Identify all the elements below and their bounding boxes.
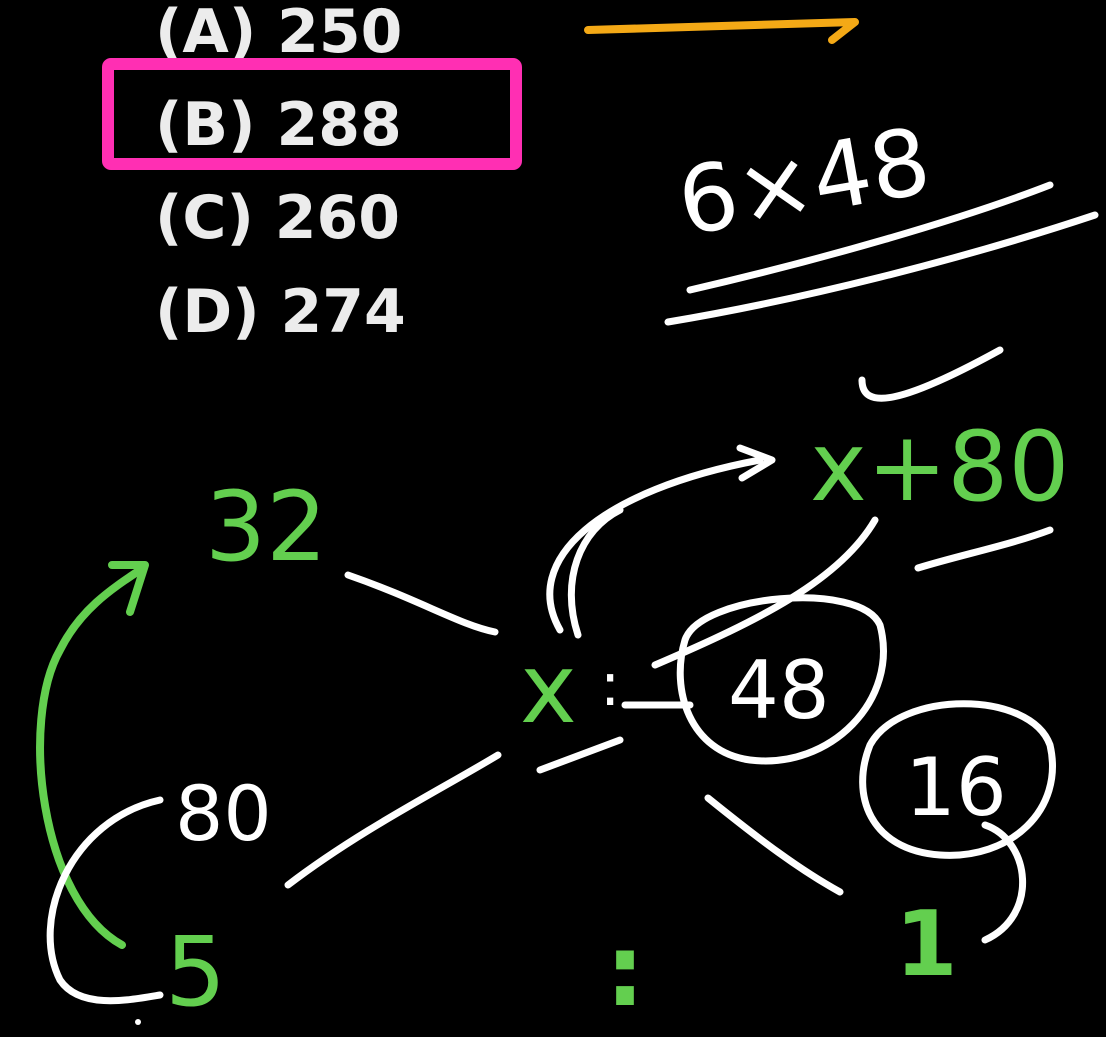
circled-48: 48 — [728, 644, 830, 737]
bracket-16 — [981, 821, 1026, 944]
option-c: (C) 260 — [155, 183, 400, 253]
ink-dot — [135, 1019, 141, 1025]
circled-16: 16 — [905, 741, 1007, 834]
circle-16 — [859, 700, 1056, 859]
left-top-32: 32 — [205, 471, 327, 583]
check-icon — [858, 346, 1004, 402]
expression-x-plus-80: x+80 — [810, 411, 1069, 523]
option-d: (D) 274 — [155, 277, 406, 347]
line-5-to-x — [284, 751, 502, 889]
underline-2 — [664, 211, 1099, 326]
underline-1 — [686, 181, 1054, 294]
orange-arrow-icon — [584, 18, 859, 44]
bottom-colon: : — [605, 912, 645, 1029]
arc-arrow-head-icon — [736, 444, 776, 482]
ratio-separator: : — [600, 650, 620, 720]
white-curly-bracket — [46, 796, 164, 1005]
green-curved-arrow — [36, 566, 144, 949]
answer-options: (A) 250 (B) 288 (C) 260 (D) 274 — [155, 0, 406, 347]
circle-48 — [676, 594, 887, 765]
line-32-to-x — [344, 571, 499, 636]
ratio-x: x — [520, 633, 577, 745]
left-mid-80: 80 — [175, 769, 272, 858]
left-bottom-5: 5 — [165, 916, 226, 1028]
option-b: (B) 288 — [155, 90, 402, 160]
expression-underline — [914, 526, 1054, 572]
line-x-to-1 — [704, 794, 844, 896]
x-underline — [536, 736, 624, 774]
green-arrow-head-icon — [108, 561, 149, 616]
arc-arrow-inner — [567, 506, 624, 639]
selected-answer-highlight-box — [102, 58, 522, 170]
arc-arrow-upper — [546, 456, 764, 634]
bottom-one: 1 — [895, 892, 958, 997]
option-a: (A) 250 — [155, 0, 402, 67]
